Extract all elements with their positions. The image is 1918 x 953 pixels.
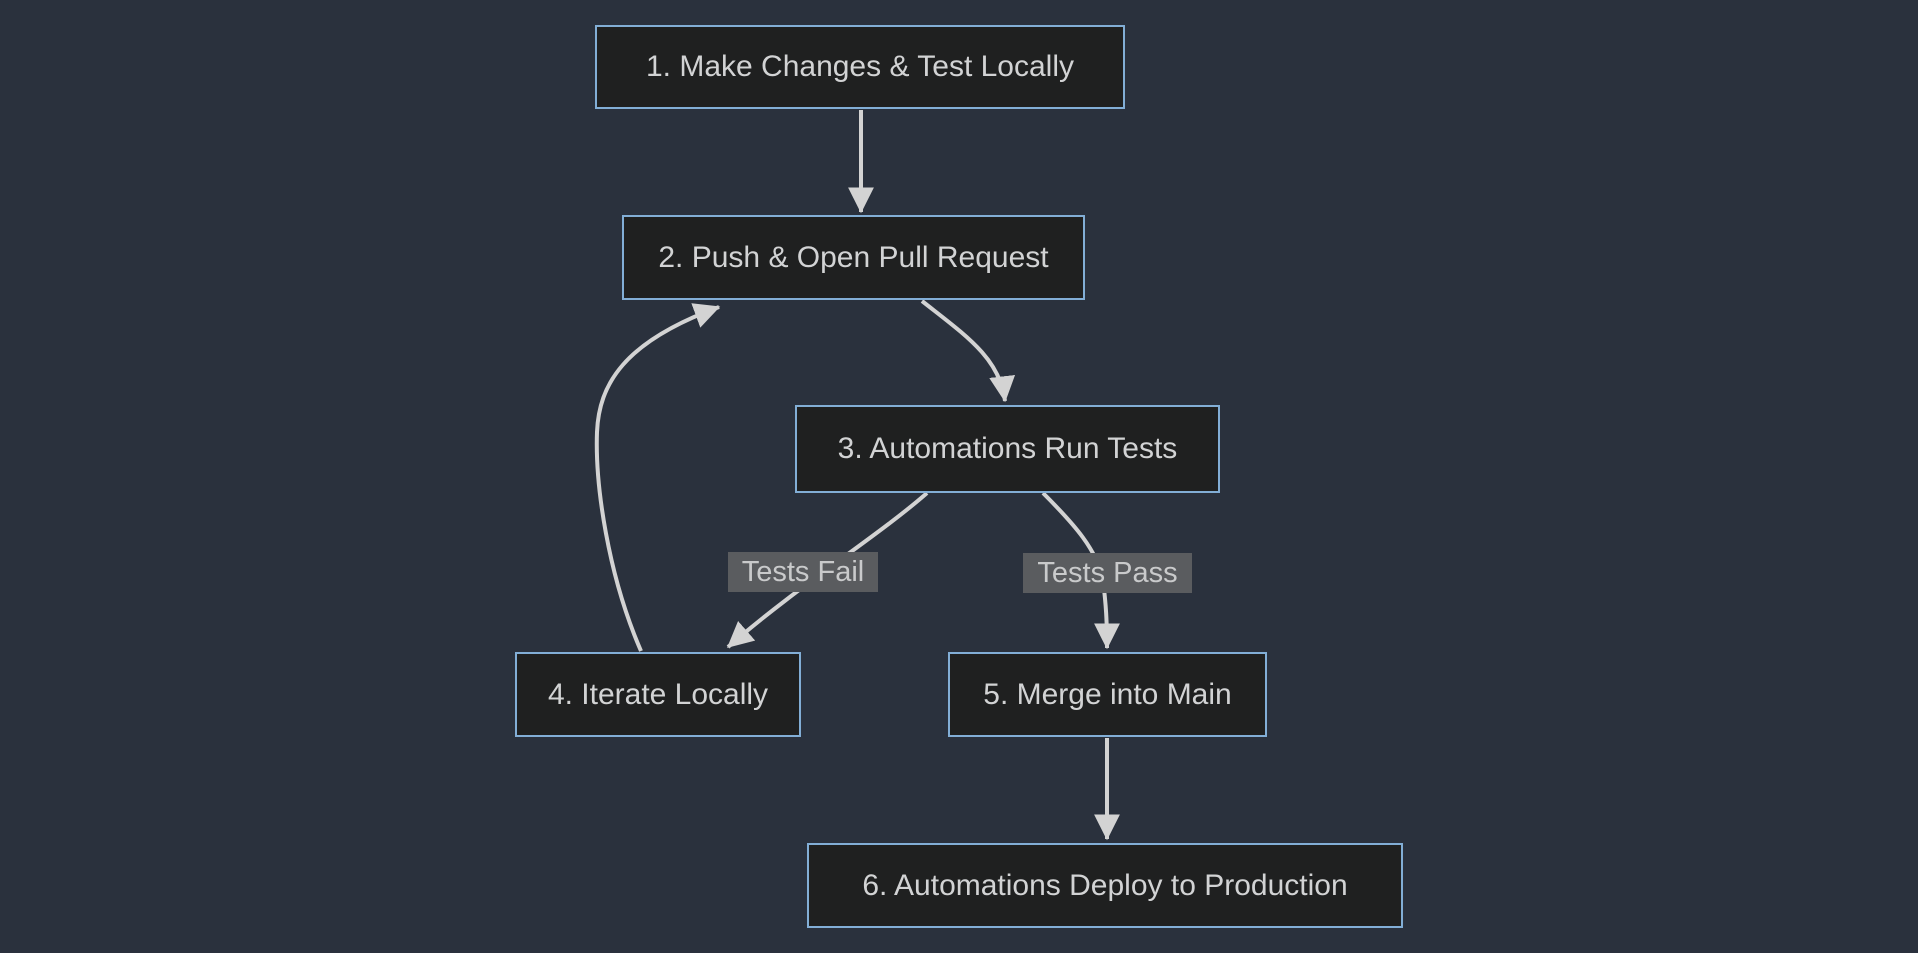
node-label: 1. Make Changes & Test Locally <box>645 50 1074 83</box>
node-label: 2. Push & Open Pull Request <box>658 240 1049 274</box>
node-label: 5. Merge into Main <box>983 677 1232 711</box>
node-label: 6. Automations Deploy to Production <box>862 868 1348 902</box>
node-automations-run-tests: 3. Automations Run Tests <box>795 405 1220 493</box>
edge-label-text: Tests Fail <box>741 555 865 588</box>
edge-step4-to-step2-loop-back <box>594 303 721 652</box>
edge-label-tests-fail: Tests Fail <box>728 552 878 592</box>
edge-step2-to-step3 <box>920 299 1016 403</box>
node-label: 3. Automations Run Tests <box>837 432 1178 465</box>
node-push-open-pull-request: 2. Push & Open Pull Request <box>622 215 1085 300</box>
node-iterate-locally: 4. Iterate Locally <box>515 652 801 737</box>
node-make-changes-test-locally: 1. Make Changes & Test Locally <box>595 25 1125 109</box>
edge-label-text: Tests Pass <box>1037 556 1178 589</box>
edge-label-tests-pass: Tests Pass <box>1023 553 1192 593</box>
node-merge-into-main: 5. Merge into Main <box>948 652 1267 737</box>
node-label: 4. Iterate Locally <box>547 677 769 711</box>
node-automations-deploy-to-production: 6. Automations Deploy to Production <box>807 843 1403 928</box>
